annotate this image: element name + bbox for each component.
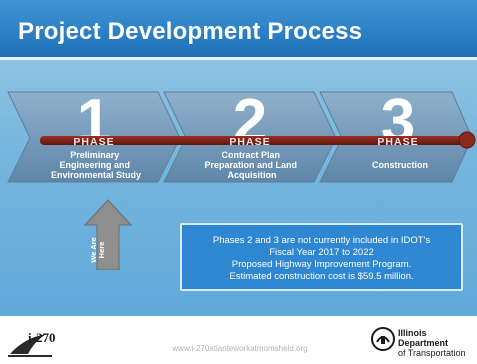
svg-text:i-270: i-270 <box>28 330 55 345</box>
title-bar: Project Development Process <box>0 0 477 60</box>
idot-logo-text: Illinois Department of Transportation <box>398 328 466 358</box>
info-text: Phases 2 and 3 are not currently include… <box>212 235 431 282</box>
phase-3-label: Construction <box>372 160 428 170</box>
slide-body: Project Development Process 1 2 3 <box>0 0 477 316</box>
idot-logo: Illinois Department of Transportation <box>368 320 472 358</box>
info-box: Phases 2 and 3 are not currently include… <box>180 223 463 291</box>
slide-title: Project Development Process <box>18 18 363 45</box>
phase-diagram: 1 2 3 PHASE PHASE PHASE Preliminary Engi… <box>7 87 476 270</box>
phase-3-word: PHASE <box>377 136 418 148</box>
we-are-here-label: We Are Here <box>89 237 106 263</box>
timeline-end-marker <box>458 131 476 149</box>
i270-logo: i-270 <box>8 330 55 357</box>
footer: i-270 www.i-270atlanteworkatmomsheld.org… <box>0 316 477 364</box>
phase-1-label: Preliminary Engineering and Environmenta… <box>51 150 141 180</box>
idot-seal-icon <box>371 327 395 351</box>
timeline-bar <box>40 136 466 145</box>
we-are-here-arrow-icon <box>83 199 133 270</box>
phase-2-label: Contract Plan Preparation and Land Acqui… <box>204 150 299 180</box>
phase-1-word: PHASE <box>73 136 114 148</box>
footer-url[interactable]: www.i-270atlanteworkatmomsheld.org <box>172 344 308 353</box>
phase-2-word: PHASE <box>229 136 270 148</box>
